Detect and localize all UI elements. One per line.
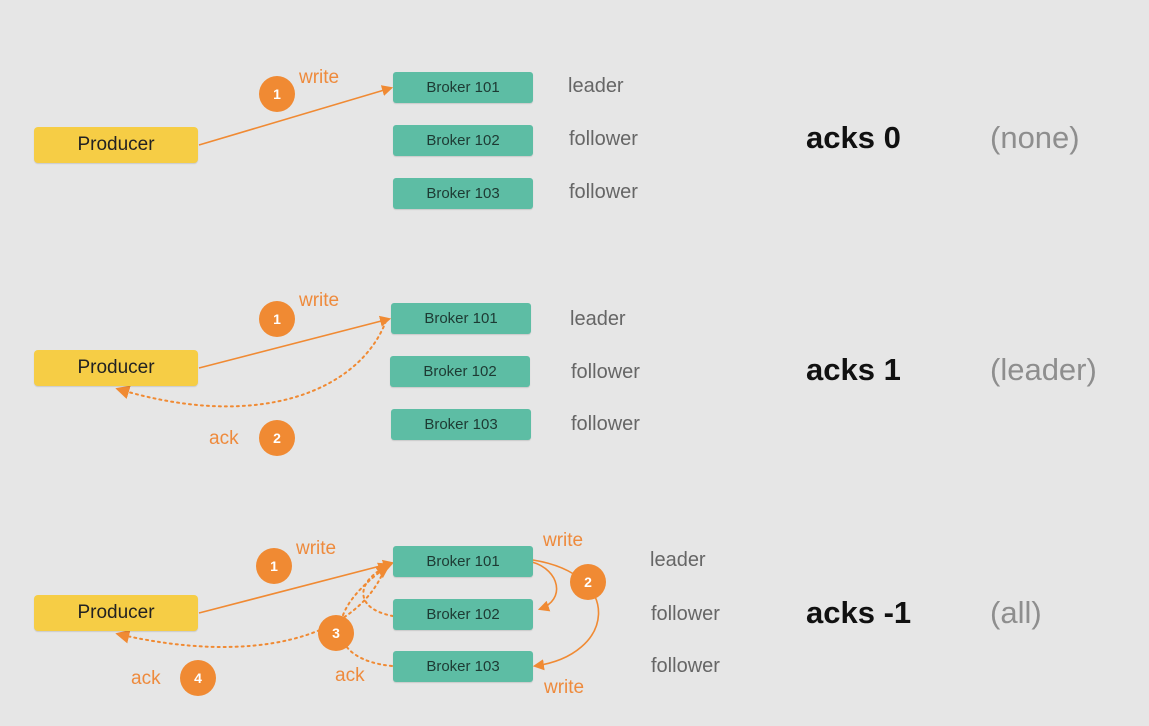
- write-label-s1: write: [299, 67, 340, 88]
- broker-103-s3: Broker 103: [393, 651, 533, 682]
- ack-label-follower: ack: [335, 665, 365, 686]
- role-follower-103-s3: follower: [651, 655, 720, 677]
- ack-arrow-s3: [115, 564, 387, 648]
- role-follower-102-s3: follower: [651, 603, 720, 625]
- role-leader-s1: leader: [568, 75, 624, 97]
- broker-101-s3: Broker 101: [393, 546, 533, 577]
- role-leader-s3: leader: [650, 549, 706, 571]
- step-badge-4-s3: 4: [180, 660, 216, 696]
- broker-101-s1: Broker 101: [393, 72, 533, 103]
- write-label-replicate-top: write: [543, 530, 584, 551]
- write-label-s3: write: [296, 538, 337, 559]
- replicate-arrow-103: [532, 559, 600, 671]
- step-badge-1-s2: 1: [259, 301, 295, 337]
- role-follower-102-s1: follower: [569, 128, 638, 150]
- step-badge-2-s3: 2: [570, 564, 606, 600]
- step-badge-1-s1: 1: [259, 76, 295, 112]
- ack-label-s3: ack: [131, 668, 161, 689]
- follower-ack-103: [339, 564, 393, 667]
- broker-102-s1: Broker 102: [393, 125, 533, 156]
- write-label-s2: write: [299, 290, 340, 311]
- role-follower-103-s1: follower: [569, 181, 638, 203]
- write-label-replicate-bottom: write: [544, 677, 585, 698]
- step-badge-3-s3: 3: [318, 615, 354, 651]
- producer-s1: Producer: [34, 127, 198, 163]
- broker-101-s2: Broker 101: [391, 303, 531, 334]
- acks-mode-s3: (all): [990, 595, 1042, 630]
- role-follower-102-s2: follower: [571, 361, 640, 383]
- broker-103-s1: Broker 103: [393, 178, 533, 209]
- step-badge-1-s3: 1: [256, 548, 292, 584]
- acks-mode-s2: (leader): [990, 352, 1097, 387]
- write-arrow-s3: [198, 559, 395, 614]
- write-arrow-s1: [198, 85, 394, 146]
- broker-102-s3: Broker 102: [393, 599, 533, 630]
- broker-103-s2: Broker 103: [391, 409, 531, 440]
- role-leader-s2: leader: [570, 308, 626, 330]
- producer-s2: Producer: [34, 350, 198, 386]
- ack-arrow-s2: [115, 320, 387, 408]
- acks-title-s3: acks -1: [806, 595, 912, 630]
- role-follower-103-s2: follower: [571, 413, 640, 435]
- broker-102-s2: Broker 102: [390, 356, 530, 387]
- acks-title-s2: acks 1: [806, 352, 901, 387]
- ack-label-s2: ack: [209, 428, 239, 449]
- write-arrow-s2: [198, 315, 392, 369]
- step-badge-2-s2: 2: [259, 420, 295, 456]
- replicate-arrow-102: [531, 561, 558, 612]
- acks-mode-s1: (none): [990, 120, 1080, 155]
- producer-s3: Producer: [34, 595, 198, 631]
- acks-title-s1: acks 0: [806, 120, 901, 155]
